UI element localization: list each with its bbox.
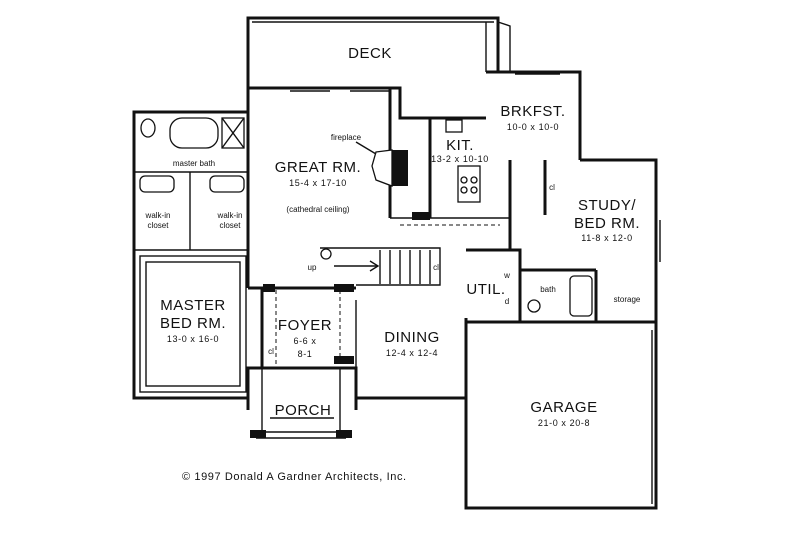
porch-structure	[250, 368, 352, 439]
master-label-1: MASTER	[160, 297, 226, 314]
dining-dim: 12-4 x 12-4	[386, 348, 438, 358]
brkfst-label: BRKFST.	[500, 103, 565, 120]
dining-label: DINING	[384, 329, 440, 346]
stair-closet-label: cl	[433, 263, 439, 272]
dryer-label: d	[505, 297, 509, 306]
master-tray-ceiling	[139, 255, 247, 393]
hall-bath-fixtures	[527, 275, 593, 317]
master-bath-label: master bath	[173, 159, 215, 168]
garage-label: GARAGE	[530, 399, 597, 416]
storage-label: storage	[614, 295, 641, 304]
study-closet-label: cl	[549, 183, 555, 192]
garage-dim: 21-0 x 20-8	[538, 418, 590, 428]
fireplace	[371, 149, 408, 187]
kitchen-label: KIT.	[446, 137, 474, 154]
copyright-notice: © 1997 Donald A Gardner Architects, Inc.	[182, 471, 407, 483]
master-label-2: BED RM.	[160, 315, 226, 332]
fireplace-label: fireplace	[331, 133, 362, 142]
walk-in-closet-1-line2: closet	[148, 221, 170, 230]
foyer-closet-label: cl	[268, 347, 274, 356]
bath-label: bath	[540, 285, 556, 294]
exterior-walls	[132, 86, 661, 510]
washer-label: w	[503, 271, 510, 280]
util-label: UTIL.	[466, 281, 505, 298]
column-blocks	[263, 212, 430, 364]
master-bath-fixtures	[139, 117, 245, 193]
walk-in-closet-2-line2: closet	[220, 221, 242, 230]
kitchen-island	[445, 119, 481, 203]
study-dim: 11-8 x 12-0	[581, 233, 632, 243]
walk-in-closet-2-line1: walk-in	[217, 211, 243, 220]
foyer-label: FOYER	[278, 317, 332, 334]
foyer-dim-1: 6-6 x	[293, 336, 316, 346]
stair-treads	[320, 248, 431, 284]
study-label-1: STUDY/	[578, 197, 636, 214]
deck-label: DECK	[348, 45, 392, 62]
porch-label: PORCH	[275, 402, 332, 419]
great-room-note: (cathedral ceiling)	[286, 205, 349, 214]
foyer-dim-2: 8-1	[298, 349, 313, 359]
study-label-2: BED RM.	[574, 215, 640, 232]
stair-up-label: up	[308, 263, 317, 272]
fireplace-leader	[355, 141, 377, 155]
brkfst-dim: 10-0 x 10-0	[507, 122, 559, 132]
kitchen-dim: 13-2 x 10-10	[431, 154, 489, 164]
breakfast-walls	[486, 70, 582, 160]
master-dim: 13-0 x 16-0	[167, 334, 219, 344]
deck-outline	[246, 16, 511, 88]
walk-in-closet-1-line1: walk-in	[145, 211, 171, 220]
great-room-dim: 15-4 x 17-10	[289, 178, 347, 188]
great-room-label: GREAT RM.	[275, 159, 361, 176]
